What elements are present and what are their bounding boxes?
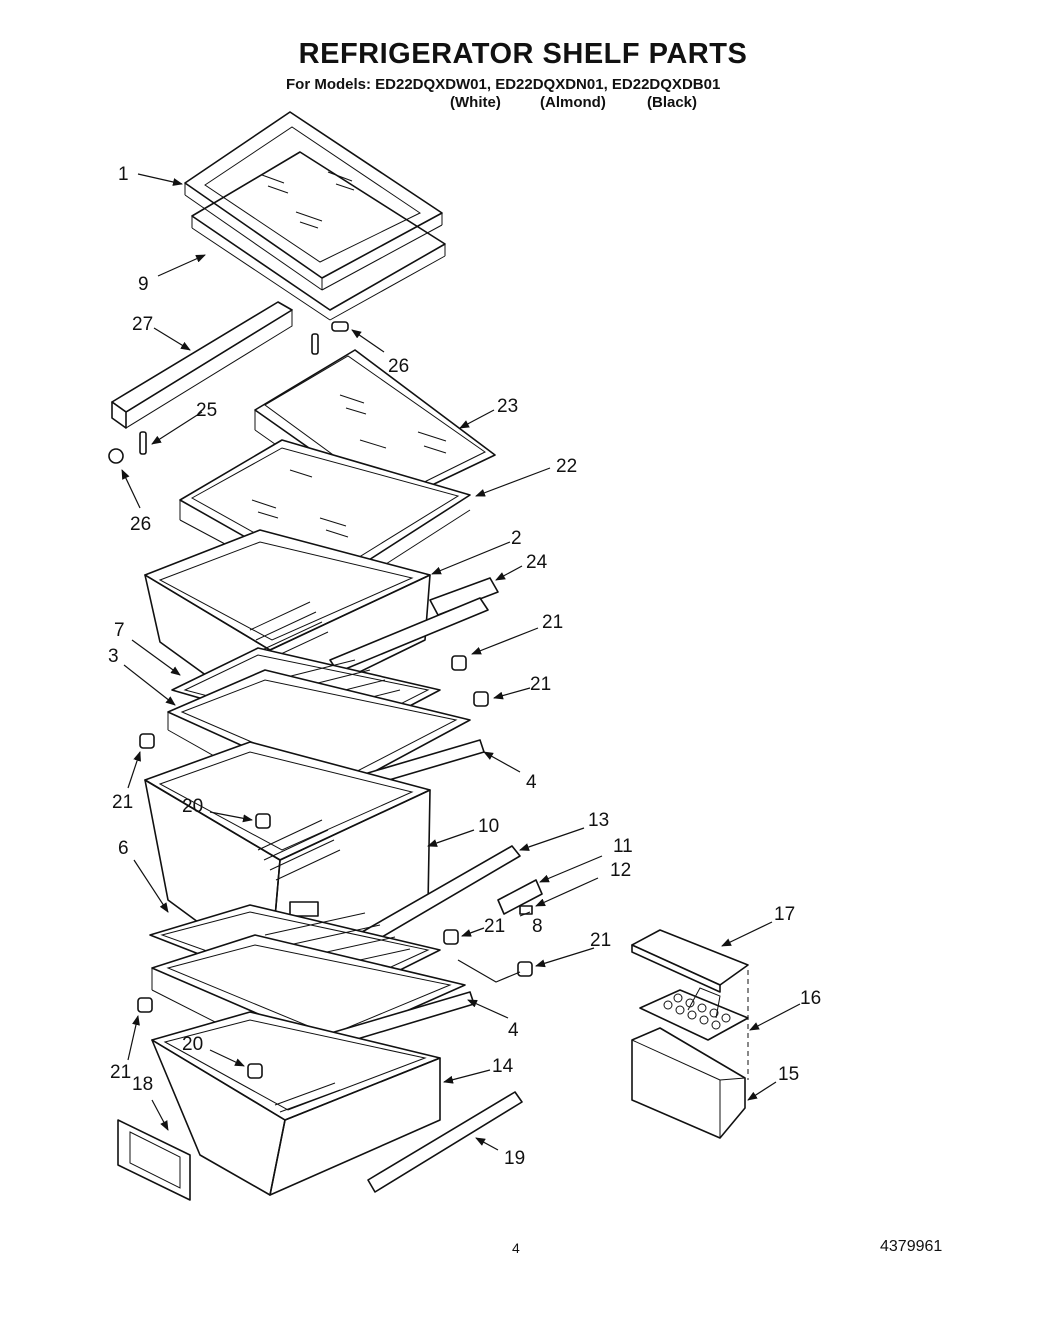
callout-16: 16 [800, 988, 821, 1009]
callout-17: 17 [774, 904, 795, 925]
part-shelf-frame [191, 151, 446, 321]
callout-24: 24 [526, 552, 548, 573]
part-hardware-small [108, 321, 349, 464]
callout-20-upper: 20 [182, 796, 203, 817]
part-bottom-drawer [151, 1011, 441, 1196]
callout-26-bottom: 26 [130, 514, 151, 535]
callout-1: 1 [118, 164, 129, 185]
callout-26-top: 26 [388, 356, 409, 377]
callout-6: 6 [118, 838, 129, 859]
callout-14: 14 [492, 1056, 514, 1077]
callout-11: 11 [613, 836, 633, 857]
callout-13: 13 [588, 810, 609, 831]
page-number: 4 [512, 1240, 520, 1256]
document-number: 4379961 [880, 1238, 943, 1255]
callout-3: 3 [108, 646, 119, 667]
page-title: REFRIGERATOR SHELF PARTS [298, 38, 748, 70]
callout-21-a: 21 [542, 612, 563, 633]
part-front-trim [111, 301, 293, 429]
callout-8: 8 [532, 916, 543, 937]
part-egg-tray [639, 987, 749, 1041]
color-black: (Black) [647, 94, 698, 111]
callout-12: 12 [610, 860, 631, 881]
callout-21-d: 21 [484, 916, 505, 937]
model-list: For Models: ED22DQXDW01, ED22DQXDN01, ED… [286, 76, 721, 93]
part-label-card [117, 1119, 191, 1201]
part-rod-19 [367, 1091, 523, 1193]
part-glass-shelf-top [184, 111, 443, 291]
callout-19: 19 [504, 1148, 525, 1169]
callout-labels: 1 9 27 26 25 26 23 22 2 24 7 3 21 21 21 … [108, 164, 821, 1169]
callout-18: 18 [132, 1074, 153, 1095]
callout-4-lower: 4 [508, 1020, 519, 1041]
callout-23: 23 [497, 396, 518, 417]
color-white: (White) [450, 94, 501, 111]
callout-27: 27 [132, 314, 153, 335]
drawer-fasteners [247, 813, 271, 1079]
callout-25: 25 [196, 400, 217, 421]
part-egg-bin [631, 1027, 746, 1139]
callout-10: 10 [478, 816, 499, 837]
callout-15: 15 [778, 1064, 799, 1085]
callout-4-upper: 4 [526, 772, 537, 793]
part-egg-bin-cover [631, 929, 749, 993]
callout-21-f: 21 [110, 1062, 131, 1083]
callout-21-c: 21 [112, 792, 133, 813]
shelf-support-pegs [137, 655, 533, 1013]
callout-21-b: 21 [530, 674, 551, 695]
color-almond: (Almond) [540, 94, 606, 111]
callout-2: 2 [511, 528, 522, 549]
leader-lines [121, 173, 801, 1151]
part-bracket [497, 879, 543, 915]
callout-22: 22 [556, 456, 577, 477]
callout-21-e: 21 [590, 930, 611, 951]
callout-9: 9 [138, 274, 149, 295]
callout-20-lower: 20 [182, 1034, 203, 1055]
callout-7: 7 [114, 620, 125, 641]
part-lid-rod [329, 577, 499, 673]
